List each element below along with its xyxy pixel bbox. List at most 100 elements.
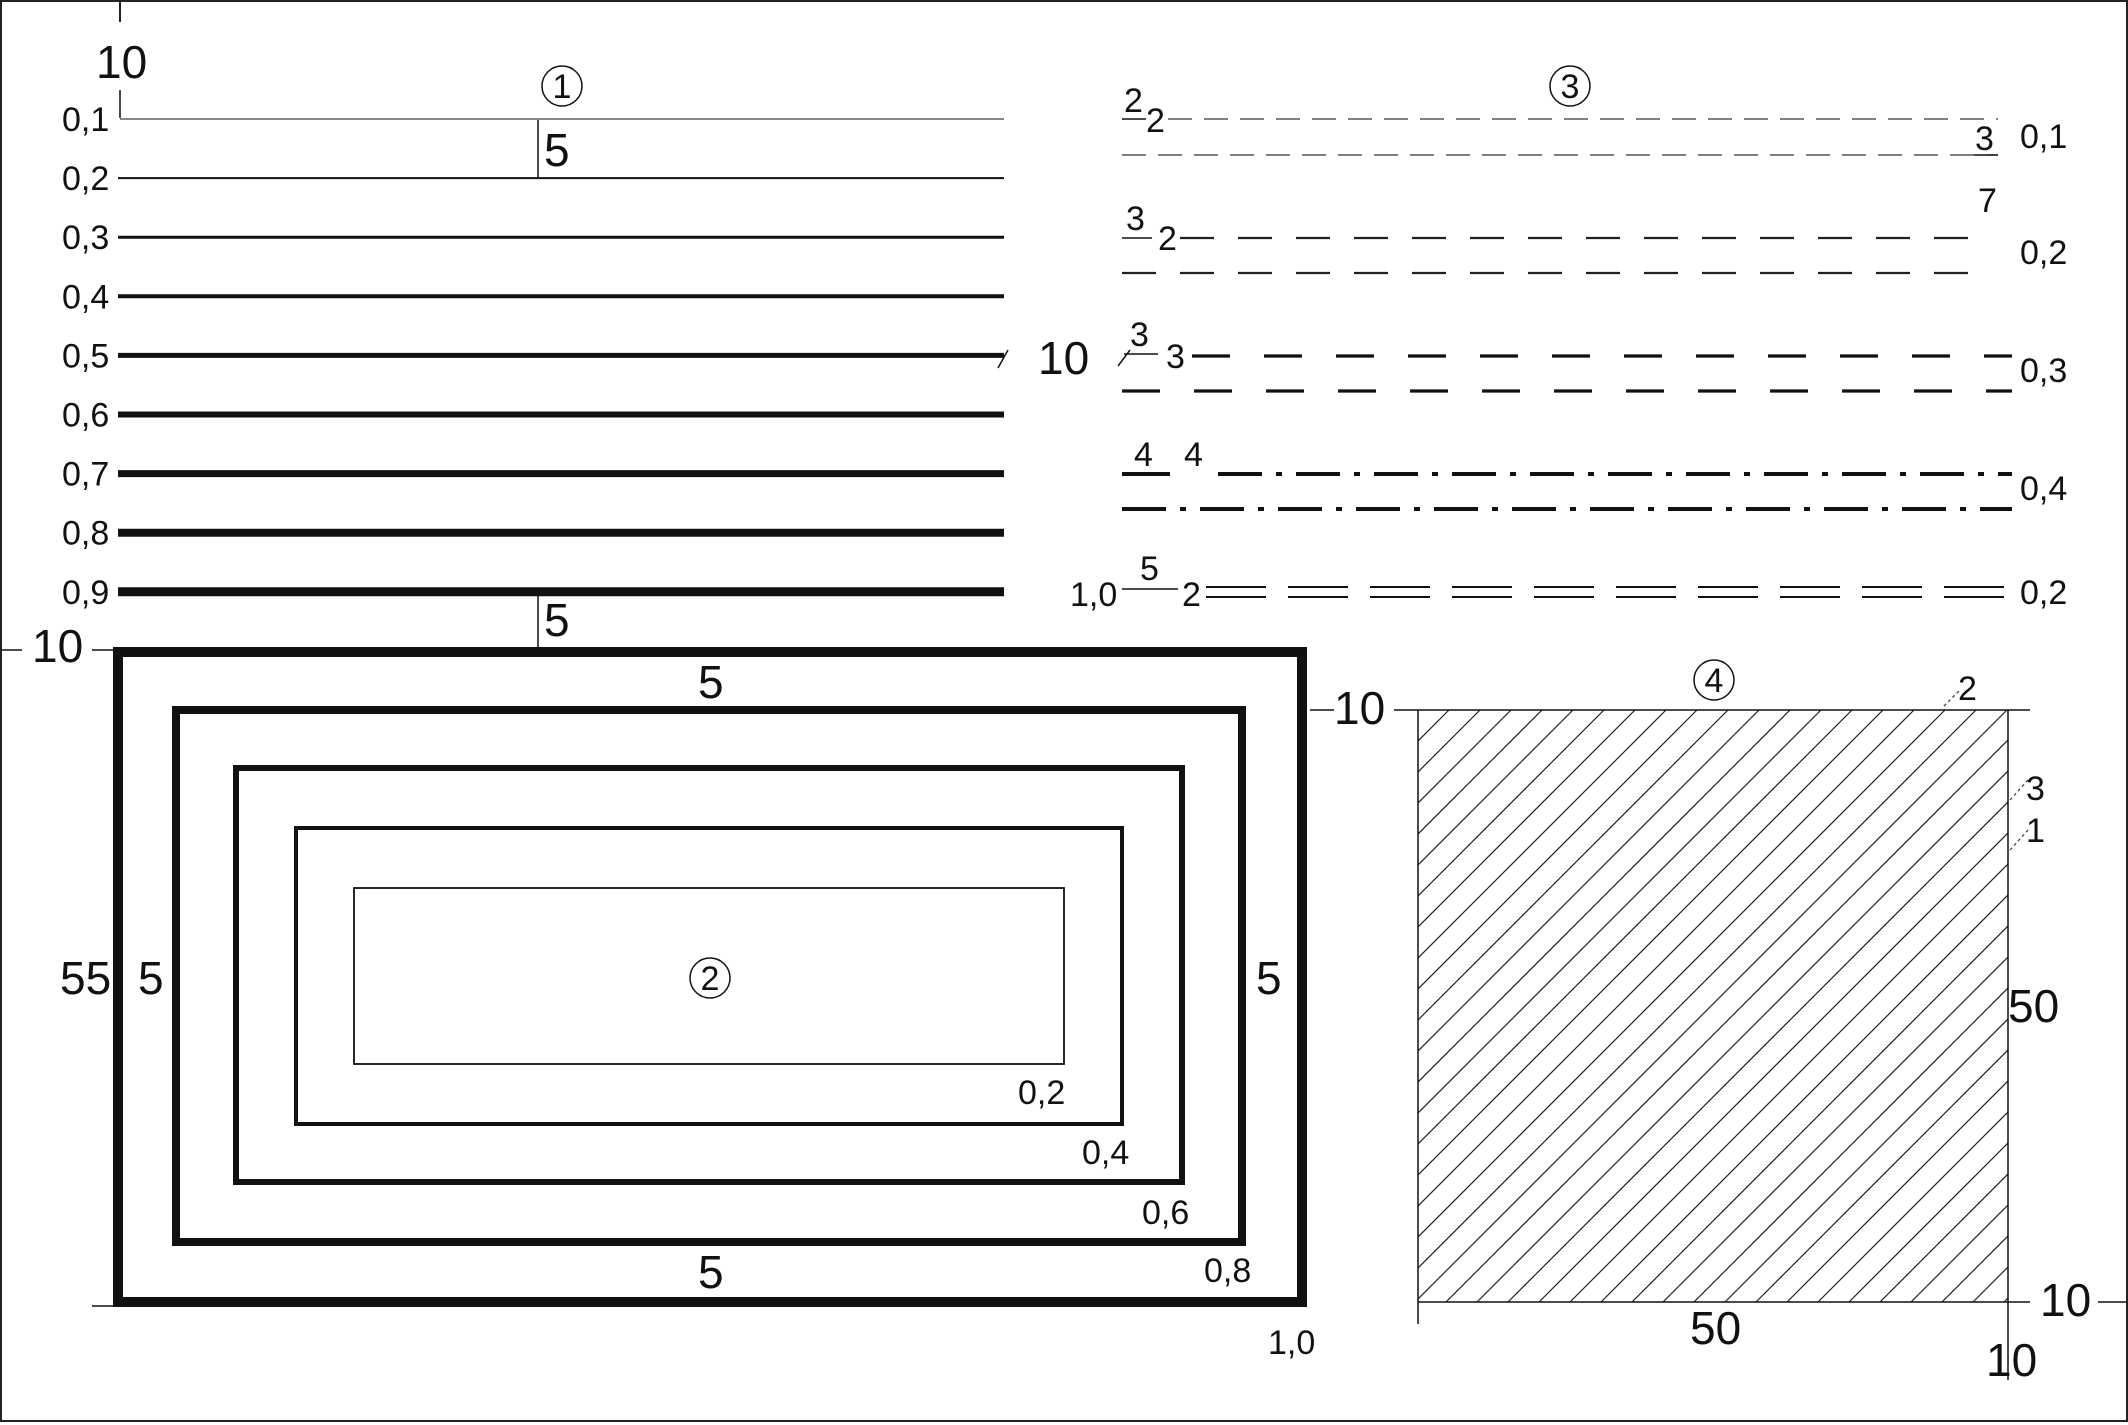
s2-top-gap: 10 — [32, 620, 83, 672]
s2-rect-label-5: 0,2 — [1018, 1074, 1065, 1112]
s3-row1-right: 0,1 — [2020, 118, 2067, 156]
s4-hatch-line — [1418, 710, 1977, 1269]
s4-hatch-line — [1418, 710, 1884, 1176]
s4-hatch-line — [2097, 710, 2128, 1302]
s4-hatch-line — [1418, 710, 1729, 1021]
s2-rect-label-1: 1,0 — [1268, 1324, 1315, 1362]
section2-marker: 2 — [689, 957, 731, 999]
s1-line-label-1: 0,1 — [62, 101, 109, 139]
s4-right-bottom-label: 10 — [2040, 1274, 2091, 1326]
section1: 10 1 5 5 0,1 0,2 0,3 0,4 0,5 0,6 0,7 0,8 0,9 10 — [62, 36, 1089, 650]
s4-hatch-line — [1418, 710, 1760, 1052]
s4-hatch-line — [1418, 710, 1822, 1114]
s4-corner-c: 1 — [2026, 812, 2045, 850]
s3-row5-dash: 5 — [1140, 550, 1159, 588]
section1-marker-text: 1 — [553, 68, 572, 106]
section1-spacing-top: 10 — [96, 36, 147, 88]
s4-top-label: 10 — [1334, 682, 1385, 734]
s4-hatch-line — [1693, 987, 2008, 1302]
s4-hatch-line — [1418, 710, 1543, 835]
s4-hatch-line — [2066, 710, 2128, 1302]
s1-line-label-3: 0,3 — [62, 219, 109, 257]
s3-row5-gap: 2 — [1182, 576, 1201, 614]
s1-line-label-7: 0,7 — [62, 456, 109, 494]
s2-rect-label-2: 0,8 — [1204, 1252, 1251, 1290]
s1-line-label-2: 0,2 — [62, 160, 109, 198]
s4-hatch-line — [1476, 770, 2008, 1302]
s4-hatch-line — [1418, 710, 2008, 1300]
s4-hatch-line — [1418, 710, 1853, 1145]
s4-hatch-line — [1600, 894, 2008, 1302]
s4-corner-a: 2 — [1958, 670, 1977, 708]
s2-height-label: 55 — [60, 952, 111, 1004]
section2: 10 55 5 5 5 5 2 1,0 0,8 0,6 0,4 0,2 — [0, 620, 1315, 1362]
s4-hatch-line — [1418, 710, 1574, 866]
s4-hatch-line — [1786, 1080, 2008, 1302]
s3-row3-dash: 3 — [1130, 316, 1149, 354]
s4-side-label: 50 — [2008, 980, 2059, 1032]
s3-row5-left: 1,0 — [1070, 576, 1117, 614]
s3-row3-gap: 3 — [1166, 338, 1185, 376]
s4-hatch-line — [1755, 1049, 2008, 1302]
s4-hatch-line — [1662, 956, 2008, 1302]
s4-hatch-line — [1418, 710, 1636, 928]
section2-marker-text: 2 — [701, 960, 720, 998]
section4-marker: 4 — [1693, 659, 1735, 701]
s3-row5-right: 0,2 — [2020, 574, 2067, 612]
s3-row3-slash — [1117, 349, 1131, 367]
s4-corner-c-line — [2009, 829, 2029, 851]
s4-hatch-line — [1418, 710, 1791, 1083]
s3-row1-gap: 2 — [1146, 102, 1165, 140]
section1-spacing-a: 5 — [544, 124, 570, 176]
s4-hatch-line — [1507, 801, 2008, 1302]
s1-line-label-4: 0,4 — [62, 278, 109, 316]
s2-rect-3 — [233, 765, 1185, 1185]
s3-row2-gap: 2 — [1158, 220, 1177, 258]
s1-line-label-9: 0,9 — [62, 574, 109, 612]
s3-row4-right: 0,4 — [2020, 470, 2067, 508]
s4-hatch-line — [1817, 1111, 2008, 1302]
s4-hatch-line — [1569, 863, 2008, 1302]
s2-inner-left: 5 — [138, 952, 164, 1004]
s4-hatch-line — [1418, 710, 1698, 990]
section3-gap-label: 10 — [1038, 332, 1089, 384]
s3-row4-gap: 4 — [1184, 436, 1203, 474]
s3-row1-extra-bottom: 7 — [1978, 182, 1997, 220]
section1-spacing-b: 5 — [544, 594, 570, 646]
section1-marker: 1 — [541, 65, 583, 107]
s4-right-bottom-label2: 10 — [1986, 1334, 2037, 1386]
s3-row4-dash: 4 — [1134, 436, 1153, 474]
section4-marker-text: 4 — [1705, 662, 1724, 700]
s1-line-label-5: 0,5 — [62, 337, 109, 375]
s3-row2-dash: 3 — [1126, 200, 1145, 238]
s4-hatch-line — [1418, 710, 1605, 897]
s2-rect-4 — [294, 826, 1124, 1126]
s4-hatch-line — [1848, 1142, 2008, 1302]
s4-hatch-line — [1538, 832, 2008, 1302]
s4-hatch-line — [1418, 710, 1667, 959]
s4-hatch-line — [1445, 739, 2008, 1302]
s3-row3-right: 0,3 — [2020, 352, 2067, 390]
section3: 3 2 2 3 7 0,1 3 2 0,2 3 3 0,3 4 4 0,4 — [1070, 65, 2067, 614]
s2-rect-2 — [172, 706, 1246, 1246]
s4-hatch-line — [1724, 1018, 2008, 1302]
s4-hatch-line — [1418, 710, 1512, 804]
s2-rect-label-4: 0,4 — [1082, 1134, 1129, 1172]
s2-inner-right: 5 — [1256, 952, 1282, 1004]
section3-marker-text: 3 — [1561, 68, 1580, 106]
s2-rect-5 — [353, 887, 1065, 1065]
s4-corner-b: 3 — [2026, 770, 2045, 808]
section1-lines: 0,1 0,2 0,3 0,4 0,5 0,6 0,7 0,8 0,9 — [62, 101, 1004, 612]
s3-row1-extra-top: 3 — [1975, 120, 1994, 158]
section4: 10 4 2 3 1 50 50 10 10 — [1310, 659, 2128, 1386]
section1-slash — [997, 349, 1009, 369]
s4-hatch-line — [1631, 925, 2008, 1302]
s4-hatch-line — [1418, 710, 1915, 1207]
s1-line-label-8: 0,8 — [62, 515, 109, 553]
s2-inner-top: 5 — [698, 656, 724, 708]
s1-line-label-6: 0,6 — [62, 397, 109, 435]
section3-marker: 3 — [1549, 65, 1591, 107]
s2-rect-label-3: 0,6 — [1142, 1194, 1189, 1232]
s2-rect-1 — [113, 647, 1307, 1307]
